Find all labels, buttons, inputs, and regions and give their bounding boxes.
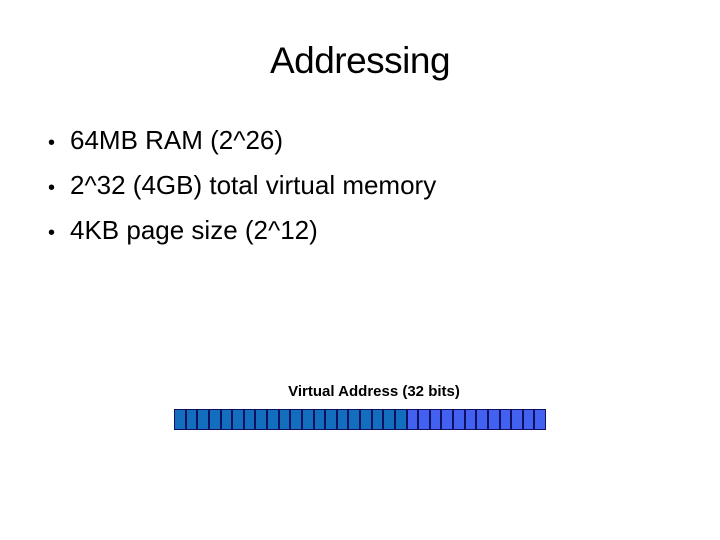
page-offset-bit-cell <box>522 409 535 430</box>
page-number-bit-cell <box>220 409 233 430</box>
bullet-item: • 4KB page size (2^12) <box>48 208 668 253</box>
bullet-text: 2^32 (4GB) total virtual memory <box>70 170 437 200</box>
page-offset-bit-cell <box>487 409 500 430</box>
page-number-bit-cell <box>371 409 384 430</box>
page-offset-bit-cell <box>453 409 465 430</box>
page-offset-bit-cell <box>464 409 477 430</box>
page-number-bit-cell <box>232 409 244 430</box>
page-number-bit-cell <box>255 409 267 430</box>
page-offset-bit-cell <box>429 409 442 430</box>
bullet-item: • 2^32 (4GB) total virtual memory <box>48 163 668 208</box>
page-offset-bit-cell <box>476 409 488 430</box>
page-number-bit-cell <box>348 409 360 430</box>
page-number-bit-cell <box>197 409 209 430</box>
page-number-bit-cell <box>383 409 395 430</box>
page-number-bit-cell <box>278 409 291 430</box>
bullet-item: • 64MB RAM (2^26) <box>48 118 668 163</box>
bullet-dot-icon: • <box>48 177 56 199</box>
bullet-text: 4KB page size (2^12) <box>70 215 318 245</box>
page-offset-bit-cell <box>418 409 430 430</box>
page-number-bit-cell <box>325 409 337 430</box>
bullet-list: • 64MB RAM (2^26) • 2^32 (4GB) total vir… <box>48 118 668 253</box>
virtual-address-label: Virtual Address (32 bits) <box>288 383 460 400</box>
bullet-dot-icon: • <box>48 132 56 154</box>
page-number-bit-cell <box>267 409 279 430</box>
bit-row <box>174 409 546 430</box>
page-number-bit-cell <box>185 409 198 430</box>
page-offset-bit-cell <box>534 409 546 430</box>
page-number-bit-cell <box>301 409 314 430</box>
page-number-bit-cell <box>313 409 326 430</box>
page-offset-bit-cell <box>511 409 523 430</box>
bullet-dot-icon: • <box>48 222 56 244</box>
page-offset-bit-cell <box>499 409 512 430</box>
page-number-bit-cell <box>394 409 407 430</box>
page-number-bit-cell <box>208 409 221 430</box>
page-number-bit-cell <box>174 409 186 430</box>
bullet-text: 64MB RAM (2^26) <box>70 125 284 155</box>
slide-title: Addressing <box>269 40 451 81</box>
virtual-address-diagram: Virtual Address (32 bits) <box>174 383 546 430</box>
page-offset-bit-cell <box>406 409 419 430</box>
page-number-bit-cell <box>360 409 372 430</box>
page-number-bit-cell <box>336 409 349 430</box>
page-number-bit-cell <box>243 409 256 430</box>
page-offset-bit-cell <box>441 409 453 430</box>
page-number-bit-cell <box>290 409 302 430</box>
